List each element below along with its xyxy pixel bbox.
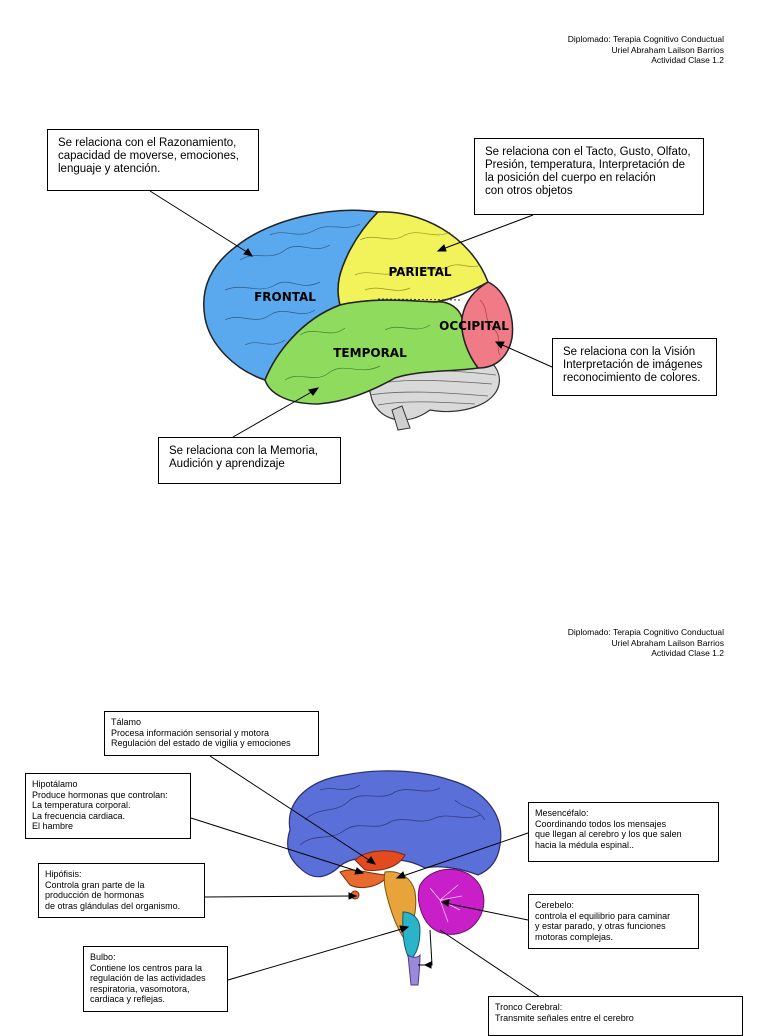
brain-lobes-diagram: FRONTAL PARIETAL TEMPORAL OCCIPITAL	[149, 190, 553, 438]
header-author: Uriel Abraham Lailson Barrios	[611, 44, 724, 55]
label-parietal: PARIETAL	[388, 265, 451, 279]
bulbo-shape	[402, 911, 421, 961]
note-hipotalamo: Hipotálamo Produce hormonas que controla…	[25, 773, 191, 839]
temporal-lobe-shape	[264, 299, 480, 405]
note-occipital: Se relaciona con la Visión Interpretació…	[552, 338, 717, 396]
cortex-shape	[287, 770, 502, 878]
thalamus-shape	[354, 850, 406, 871]
header-activity: Actividad Clase 1.2	[651, 648, 724, 658]
spinal-cord-shape	[407, 953, 421, 986]
gyri-texture	[224, 223, 361, 346]
callout-arrows-2	[190, 755, 541, 998]
header-course: Diplomado: Terapia Cognitivo Conductual	[567, 627, 724, 637]
header-course: Diplomado: Terapia Cognitivo Conductual	[567, 34, 724, 44]
label-temporal: TEMPORAL	[333, 346, 407, 360]
note-temporal: Se relaciona con la Memoria, Audición y …	[158, 437, 341, 484]
label-occipital: OCCIPITAL	[439, 319, 509, 333]
page2-header: Diplomado: Terapia Cognitivo Conductual …	[568, 627, 724, 659]
header-author: Uriel Abraham Lailson Barrios	[611, 637, 724, 648]
cerebellum-magenta-shape	[417, 868, 485, 935]
note-bulbo: Bulbo: Contiene los centros para la regu…	[83, 946, 228, 1012]
callout-arrows	[149, 190, 553, 438]
note-mesencefalo: Mesencéfalo: Coordinando todos los mensa…	[528, 802, 719, 862]
note-frontal: Se relaciona con el Razonamiento, capaci…	[47, 129, 259, 191]
note-parietal: Se relaciona con el Tacto, Gusto, Olfato…	[474, 138, 704, 215]
note-cerebelo: Cerebelo: controla el equilibrio para ca…	[528, 894, 699, 949]
note-tronco: Tronco Cerebral: Transmite señales entre…	[488, 996, 743, 1036]
note-hipofisis: Hipófisis: Controla gran parte de la pro…	[38, 863, 205, 918]
label-frontal: FRONTAL	[254, 290, 316, 304]
note-talamo: Tálamo Procesa información sensorial y m…	[104, 711, 319, 756]
header-activity: Actividad Clase 1.2	[651, 55, 724, 65]
page1-header: Diplomado: Terapia Cognitivo Conductual …	[568, 34, 724, 66]
